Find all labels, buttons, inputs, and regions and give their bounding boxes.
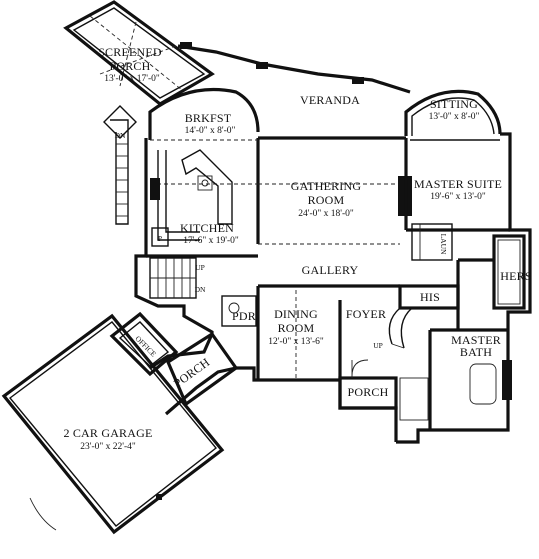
veranda-label: VERANDA	[300, 93, 360, 107]
stair-dn-label: DN	[195, 285, 206, 294]
gallery-label: GALLERY	[302, 263, 359, 277]
his-label: HIS	[420, 290, 440, 304]
brkfst-label: BRKFST	[185, 111, 232, 125]
side-porch-label: PORCH	[171, 355, 213, 391]
master-bath-label: MASTER	[451, 333, 501, 347]
room-labels: SCREENED PORCH 13'-0" x 17'-0" BRKFST 14…	[63, 45, 531, 452]
dining-room-dims: 12'-0" x 13'-6"	[268, 337, 324, 347]
master-suite-label: MASTER SUITE	[414, 177, 502, 191]
screened-porch-dims: 13'-0" x 17'-0"	[104, 74, 160, 84]
sitting-dims: 13'-0" x 8'-0"	[429, 112, 480, 122]
garage-label: 2 CAR GARAGE	[63, 426, 152, 440]
stair-up-label: UP	[195, 263, 205, 272]
stair-annotations: DN UP DN UP P	[115, 131, 383, 350]
master-suite-dims: 19'-6" x 13'-0"	[430, 192, 486, 202]
screened-porch-label: SCREENED	[98, 45, 162, 59]
hers-label: HERS	[500, 269, 531, 283]
laundry-label: LAUN	[439, 234, 448, 255]
dining-room-label: DINING	[274, 307, 318, 321]
screened-porch-structure	[63, 0, 215, 225]
pdr-label: PDR	[232, 309, 256, 323]
kitchen-label: KITCHEN	[180, 221, 234, 235]
front-porch-label: PORCH	[347, 385, 388, 399]
gathering-room-label: GATHERING	[291, 179, 362, 193]
deck-stair-dn-label: DN	[115, 131, 126, 140]
pantry-label: P	[158, 234, 162, 243]
interior-walls	[109, 138, 526, 430]
dining-room-label-2: ROOM	[278, 321, 315, 335]
master-bath-label-2: BATH	[460, 345, 492, 359]
screened-porch-label-2: PORCH	[109, 59, 150, 73]
gathering-room-dims: 24'-0" x 18'-0"	[298, 209, 354, 219]
kitchen-dims: 17'-6" x 19'-0"	[183, 236, 239, 246]
foyer-stair-up-label: UP	[373, 341, 383, 350]
foyer-label: FOYER	[346, 307, 386, 321]
gathering-room-label-2: ROOM	[308, 193, 345, 207]
sitting-label: SITTING	[430, 97, 478, 111]
garage-dims: 23'-0" x 22'-4"	[80, 442, 136, 452]
garage-structure	[1, 313, 225, 535]
brkfst-dims: 14'-0" x 8'-0"	[185, 126, 236, 136]
